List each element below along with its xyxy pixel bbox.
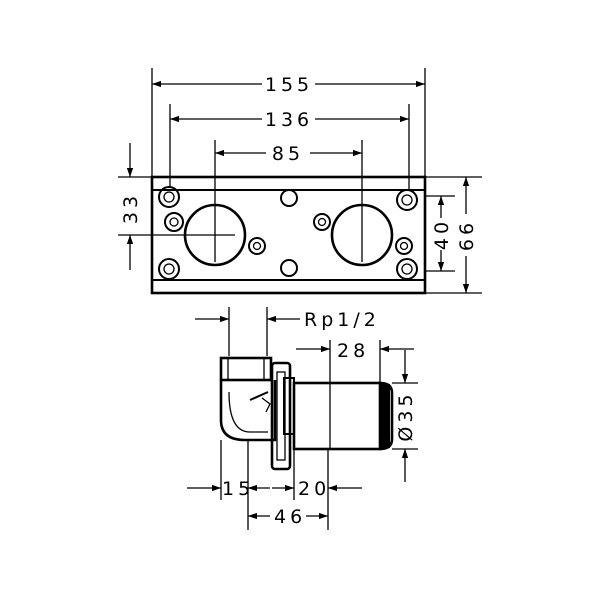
bottom-center-hole xyxy=(280,259,298,277)
dimension-inner-height: 40 xyxy=(425,195,455,272)
dimension-center-distance: 85 xyxy=(215,143,362,165)
screw-center-left xyxy=(248,237,266,255)
screw-mid-left xyxy=(164,212,184,232)
label-15: 15 xyxy=(222,478,254,500)
label-66: 66 xyxy=(456,219,478,251)
valve-cylinder xyxy=(292,381,382,451)
dimension-total-width: 155 xyxy=(151,68,426,177)
label-46: 46 xyxy=(274,506,306,528)
dimension-center-offset: 33 xyxy=(118,143,152,270)
label-155: 155 xyxy=(265,74,313,96)
mounting-plate-top-view xyxy=(118,140,427,295)
label-rp-1-2: Rp1/2 xyxy=(304,309,380,331)
screw-bottom-right xyxy=(396,258,418,280)
screw-bottom-left xyxy=(158,258,180,280)
dimension-46: 46 xyxy=(248,506,328,528)
label-dia-35: Ø35 xyxy=(395,390,417,441)
label-20: 20 xyxy=(298,478,330,500)
dimension-thread-size: Rp1/2 xyxy=(195,307,380,356)
label-40: 40 xyxy=(431,218,453,250)
elbow-body xyxy=(219,380,277,442)
dimension-15-20: 15 20 xyxy=(187,440,362,530)
label-136: 136 xyxy=(265,109,313,131)
mounting-flange xyxy=(270,361,292,471)
label-28: 28 xyxy=(337,340,369,362)
dimension-diameter-35: Ø35 xyxy=(392,350,418,482)
screw-mid-right xyxy=(395,237,413,255)
screw-top-left xyxy=(158,186,180,208)
screw-center-right xyxy=(313,213,331,231)
label-33: 33 xyxy=(120,192,142,224)
top-center-hole xyxy=(280,189,298,207)
screw-top-right xyxy=(396,189,418,211)
dimension-depth-28: 28 xyxy=(296,340,414,383)
dimension-hole-span: 136 xyxy=(169,104,410,190)
dimension-total-height: 66 xyxy=(425,176,482,294)
valve-body-side-view xyxy=(219,356,394,471)
label-85: 85 xyxy=(272,143,304,165)
